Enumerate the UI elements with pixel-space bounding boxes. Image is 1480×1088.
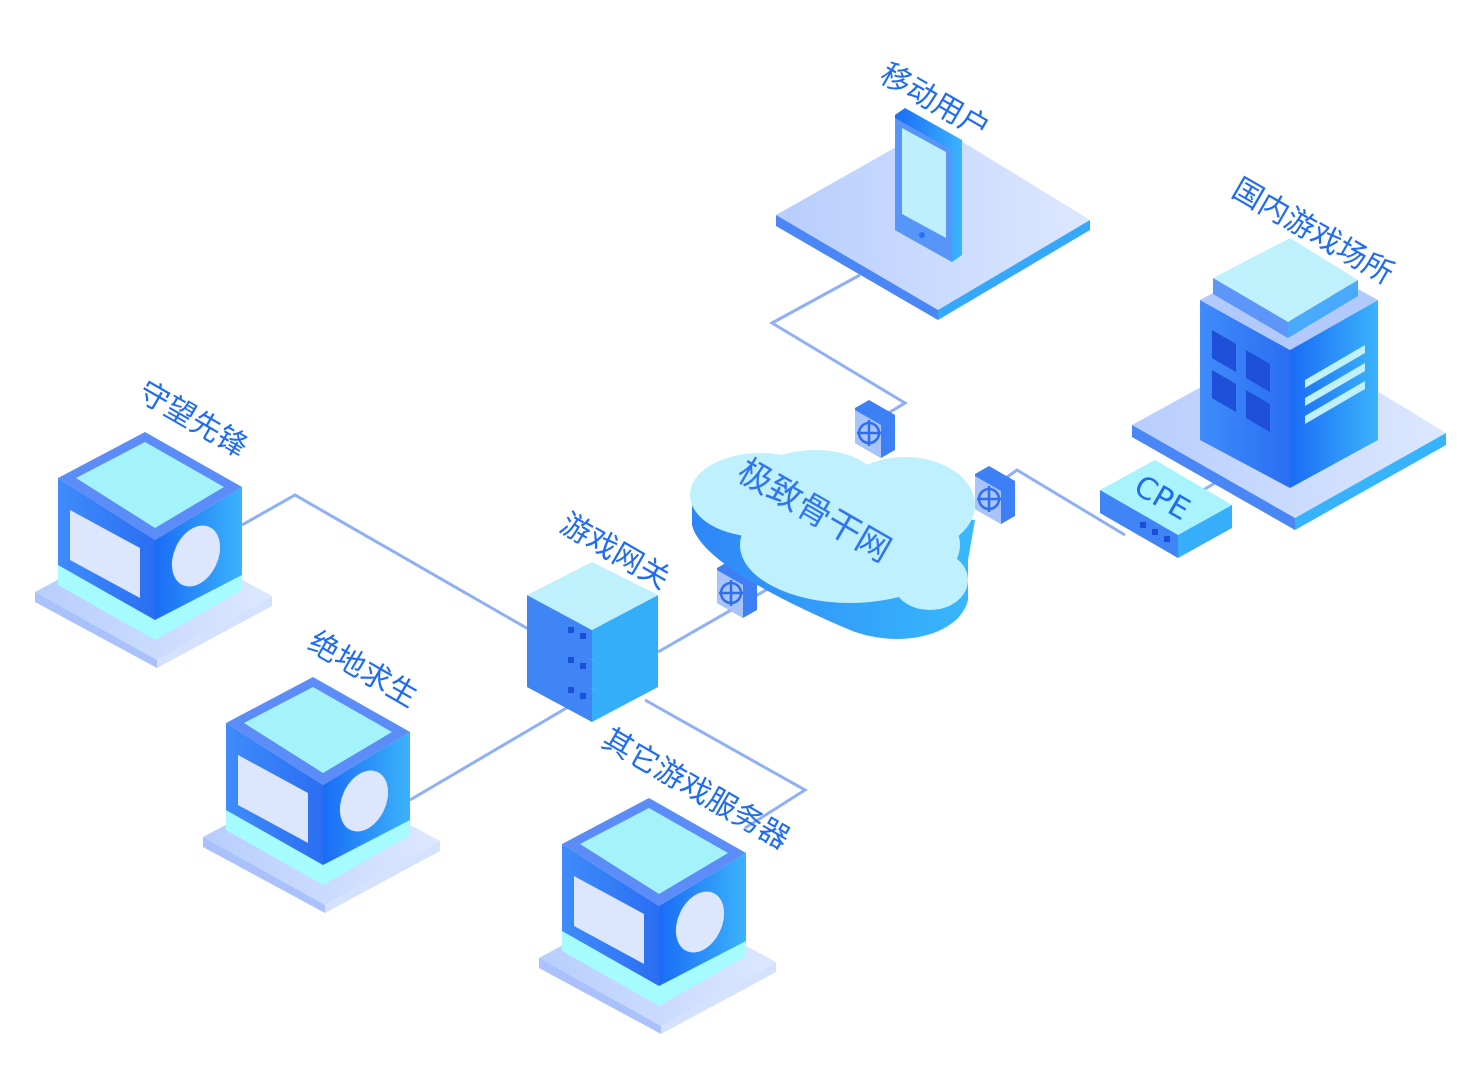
server-cube-icon bbox=[35, 432, 272, 668]
phone-icon bbox=[895, 108, 962, 262]
globe-icon bbox=[853, 398, 897, 460]
cpe-device: CPE bbox=[1100, 460, 1232, 558]
building-windows bbox=[1212, 330, 1270, 432]
other-servers-node: 其它游戏服务器 bbox=[539, 722, 795, 1034]
server-unit bbox=[527, 562, 658, 660]
backbone-cloud: 极致骨干网 bbox=[690, 450, 975, 639]
link-mobile-cloud bbox=[768, 273, 908, 420]
link-other-gateway bbox=[644, 698, 808, 830]
link-pubg-gateway bbox=[409, 698, 581, 802]
overwatch-node: 守望先锋 bbox=[35, 375, 272, 668]
link-gateway-cloud bbox=[657, 580, 781, 654]
mobile-users-node: 移动用户 bbox=[776, 57, 1090, 320]
link-overwatch-gateway bbox=[241, 493, 531, 632]
pubg-node: 绝地求生 bbox=[203, 625, 440, 913]
building-stripes bbox=[1305, 345, 1365, 424]
game-gateway-node: 游戏网关 bbox=[527, 507, 675, 722]
